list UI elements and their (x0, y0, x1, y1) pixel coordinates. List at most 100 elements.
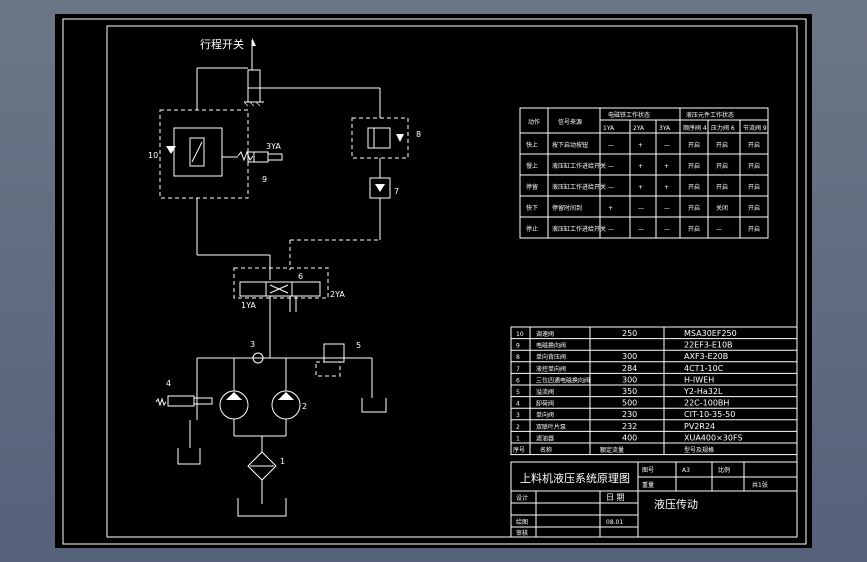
label-1ya: 1YA (241, 301, 256, 310)
row-cell: 开启 (716, 141, 728, 149)
row-cell: + (638, 163, 643, 170)
row-action: 停留 (526, 183, 538, 191)
row-cell: + (664, 184, 669, 191)
throttle-valve-10 (189, 137, 205, 167)
part-name: 卸荷阀 (536, 400, 554, 408)
part-qty: 300 (622, 375, 637, 384)
flow-control-assembly (159, 109, 249, 199)
row-cell: 开启 (748, 141, 760, 149)
part-qty: 230 (622, 410, 637, 419)
part-spec: XUA400×30FS (684, 433, 743, 442)
part-qty: 500 (622, 399, 637, 408)
part-name: 单向背压阀 (536, 353, 566, 361)
check-valve-3 (252, 352, 264, 364)
row-cell: 开启 (688, 141, 700, 149)
design-key: 设计 (516, 494, 528, 502)
label-5: 5 (356, 341, 361, 350)
ratio-key: 比例 (718, 466, 730, 474)
part-spec: 22EF3-E10B (684, 341, 733, 350)
tank-left (177, 448, 201, 465)
part-no: 1 (516, 435, 520, 442)
part-spec: Y2-Ha32L (683, 387, 723, 396)
row-cell: 开启 (748, 225, 760, 233)
date-key: 日 期 (606, 493, 625, 502)
row-cell: 开启 (716, 183, 728, 191)
row-cell: 关闭 (716, 204, 728, 212)
row-cell: — (608, 184, 614, 191)
part-name: 单向阀 (536, 411, 554, 419)
row-cell: — (664, 205, 670, 212)
row-cell: + (608, 205, 613, 212)
label-3ya: 3YA (266, 142, 281, 151)
label-4: 4 (166, 379, 171, 388)
scale-value: A3 (682, 467, 690, 474)
row-signal: 液压缸工作进给开关 (552, 162, 606, 170)
back-pressure-valve-assembly (351, 117, 409, 159)
label-10: 10 (148, 151, 158, 160)
label-9: 9 (262, 175, 267, 184)
date-value: 08.01 (606, 519, 623, 526)
directional-valve-6 (239, 281, 321, 297)
sub-header: 3YA (659, 125, 671, 132)
part-no: 6 (516, 377, 520, 384)
part-no: 7 (516, 366, 520, 373)
label-2ya: 2YA (330, 290, 345, 299)
label-6: 6 (298, 272, 303, 281)
part-name: 双联叶片泵 (536, 423, 566, 431)
row-cell: 开启 (748, 183, 760, 191)
part-spec: 4CT1-10C (684, 364, 724, 373)
back-pressure-valve-8 (367, 127, 391, 149)
row-cell: — (664, 226, 670, 233)
tank-right (361, 398, 387, 413)
row-signal: 停留时间到 (552, 204, 582, 212)
part-qty: 300 (622, 352, 637, 361)
part-qty: 232 (622, 422, 637, 431)
group-elements: 液压元件工作状态 (686, 111, 734, 119)
label-2: 2 (302, 402, 307, 411)
outer-frame (62, 18, 807, 545)
part-no: 10 (516, 331, 524, 338)
parts-header-qty: 额定流量 (600, 446, 624, 454)
label-1: 1 (280, 457, 285, 466)
part-name: 调速阀 (536, 330, 554, 338)
row-cell: — (608, 226, 614, 233)
row-action: 慢上 (526, 162, 538, 170)
spring-4 (155, 397, 167, 407)
part-no: 5 (516, 389, 520, 396)
sub-header: 2YA (633, 125, 645, 132)
row-action: 快上 (526, 141, 538, 149)
label-7: 7 (394, 187, 399, 196)
row-signal: 按下启动按钮 (552, 141, 588, 149)
part-spec: CIT-10-35-50 (684, 410, 735, 419)
col-signal: 信号来源 (558, 118, 582, 126)
draw-key: 绘图 (516, 518, 528, 526)
row-cell: — (608, 142, 614, 149)
part-name: 滤油器 (536, 434, 554, 442)
row-cell: 开启 (748, 204, 760, 212)
drawing-subtitle: 液压传动 (654, 497, 698, 511)
sub-header: 1YA (603, 125, 615, 132)
part-name: 电磁换向阀 (536, 342, 566, 350)
row-cell: + (664, 163, 669, 170)
part-name: 液控单向阀 (536, 365, 566, 373)
row-cell: — (608, 163, 614, 170)
row-cell: + (638, 184, 643, 191)
row-cell: 开启 (688, 204, 700, 212)
part-no: 3 (516, 412, 520, 419)
part-spec: 22C-100BH (684, 399, 729, 408)
part-qty: 400 (622, 433, 637, 442)
row-cell: 开启 (716, 162, 728, 170)
group-solenoid: 电磁铁工作状态 (608, 111, 650, 119)
drawing-paper (55, 14, 812, 548)
limit-switch-label: 行程开关 (200, 37, 244, 51)
part-spec: H-IWEH (684, 375, 714, 384)
inner-frame (106, 25, 798, 538)
part-qty: 284 (622, 364, 637, 373)
row-cell: 开启 (748, 162, 760, 170)
row-action: 快下 (526, 204, 538, 212)
row-action: 停止 (526, 225, 538, 233)
part-no: 8 (516, 354, 520, 361)
